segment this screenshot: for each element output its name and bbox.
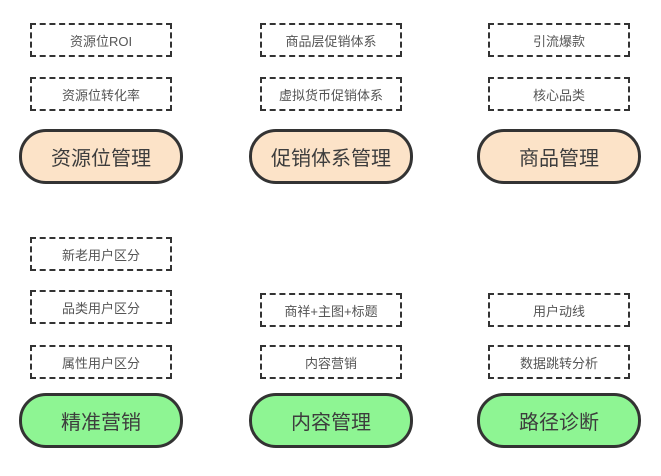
precision-marketing-box[interactable]: 精准营销 <box>19 393 183 448</box>
category-user-segment-item[interactable]: 品类用户区分 <box>30 290 172 324</box>
new-old-user-segment-item[interactable]: 新老用户区分 <box>30 237 172 271</box>
virtual-currency-promotion-item[interactable]: 虚拟货币促销体系 <box>260 77 402 111</box>
resource-roi-item[interactable]: 资源位ROI <box>30 23 172 57</box>
content-management-box[interactable]: 内容管理 <box>249 393 413 448</box>
attribute-user-segment-item[interactable]: 属性用户区分 <box>30 345 172 379</box>
resource-conversion-rate-item[interactable]: 资源位转化率 <box>30 77 172 111</box>
promotion-system-management-box[interactable]: 促销体系管理 <box>249 129 413 184</box>
user-flow-item[interactable]: 用户动线 <box>488 293 630 327</box>
detail-image-title-item[interactable]: 商祥+主图+标题 <box>260 293 402 327</box>
resource-management-box[interactable]: 资源位管理 <box>19 129 183 184</box>
core-category-item[interactable]: 核心品类 <box>488 77 630 111</box>
path-diagnosis-box[interactable]: 路径诊断 <box>477 393 641 448</box>
product-level-promotion-item[interactable]: 商品层促销体系 <box>260 23 402 57</box>
traffic-hot-product-item[interactable]: 引流爆款 <box>488 23 630 57</box>
data-jump-analysis-item[interactable]: 数据跳转分析 <box>488 345 630 379</box>
content-marketing-item[interactable]: 内容营销 <box>260 345 402 379</box>
product-management-box[interactable]: 商品管理 <box>477 129 641 184</box>
